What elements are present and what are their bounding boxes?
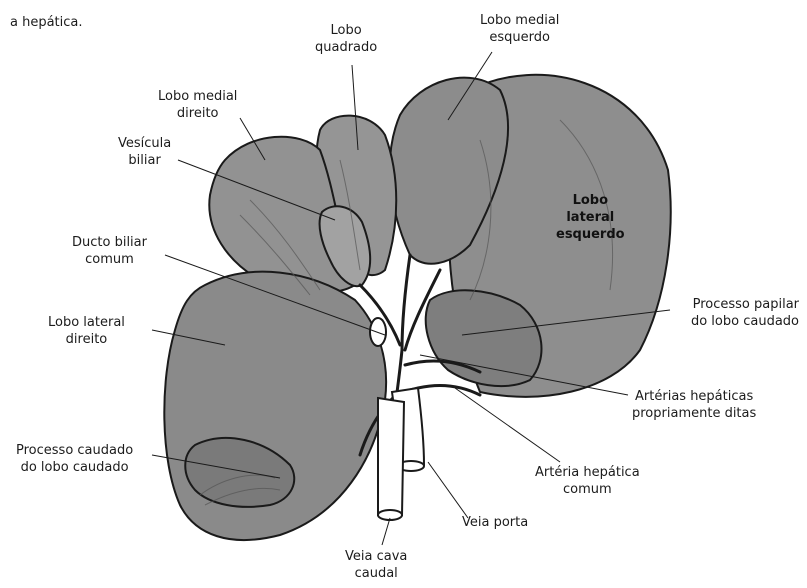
- label-line: Veia cava: [345, 548, 407, 565]
- label-line: Artérias hepáticas: [632, 388, 756, 405]
- label-line: direito: [48, 331, 125, 348]
- label-line: comum: [535, 481, 640, 498]
- label-line: quadrado: [315, 39, 377, 56]
- label-processo-caudado: Processo caudado do lobo caudado: [16, 442, 133, 476]
- label-veia-cava-caudal: Veia cava caudal: [345, 548, 407, 582]
- label-lobo-lateral-esquerdo: Lobo lateral esquerdo: [556, 192, 625, 243]
- label-lobo-medial-esquerdo: Lobo medial esquerdo: [480, 12, 559, 46]
- label-line: Lobo lateral: [48, 314, 125, 331]
- label-line: Lobo: [315, 22, 377, 39]
- label-veia-porta: Veia porta: [462, 514, 528, 531]
- label-vesicula-biliar: Vesícula biliar: [118, 135, 171, 169]
- label-lobo-medial-direito: Lobo medial direito: [158, 88, 237, 122]
- veia-cava-caudal-shape: [378, 398, 404, 515]
- label-arterias-hepaticas: Artérias hepáticas propriamente ditas: [632, 388, 756, 422]
- label-line: biliar: [118, 152, 171, 169]
- label-processo-papilar: Processo papilar do lobo caudado: [691, 296, 799, 330]
- label-line: Processo caudado: [16, 442, 133, 459]
- label-line: lateral: [556, 209, 625, 226]
- label-line: comum: [72, 251, 147, 268]
- label-line: Artéria hepática: [535, 464, 640, 481]
- label-line: Processo papilar: [691, 296, 799, 313]
- label-line: esquerdo: [480, 29, 559, 46]
- label-line: Lobo: [556, 192, 625, 209]
- label-lobo-lateral-direito: Lobo lateral direito: [48, 314, 125, 348]
- caption-fragment: a hepática.: [10, 14, 83, 31]
- label-arteria-hepatica-comum: Artéria hepática comum: [535, 464, 640, 498]
- label-ducto-biliar-comum: Ducto biliar comum: [72, 234, 147, 268]
- label-line: propriamente ditas: [632, 405, 756, 422]
- label-line: do lobo caudado: [691, 313, 799, 330]
- label-line: direito: [158, 105, 237, 122]
- label-lobo-quadrado: Lobo quadrado: [315, 22, 377, 56]
- label-line: esquerdo: [556, 226, 625, 243]
- label-line: Ducto biliar: [72, 234, 147, 251]
- label-line: Lobo medial: [158, 88, 237, 105]
- label-line: Lobo medial: [480, 12, 559, 29]
- label-line: Vesícula: [118, 135, 171, 152]
- label-line: do lobo caudado: [16, 459, 133, 476]
- label-line: caudal: [345, 565, 407, 582]
- label-line: Veia porta: [462, 514, 528, 531]
